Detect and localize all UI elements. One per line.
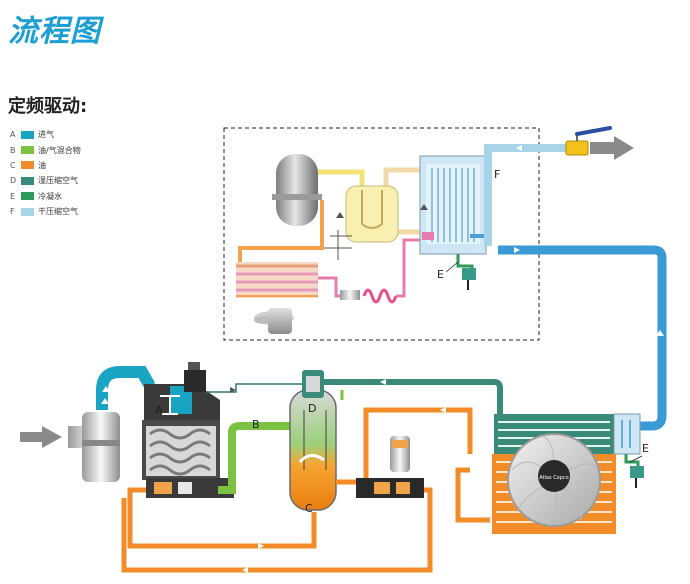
oil-filter	[390, 436, 410, 472]
legend-swatch	[21, 207, 34, 216]
flow-arrow	[230, 387, 236, 393]
flow-arrow	[514, 247, 520, 253]
compressor-element	[142, 384, 234, 498]
label-c: C	[305, 502, 313, 515]
flow-arrow	[420, 204, 428, 210]
expansion-valve	[324, 230, 352, 260]
flow-arrow	[440, 407, 446, 413]
flow-arrow	[101, 398, 109, 404]
legend-swatch	[21, 161, 34, 170]
cooling-fan: Atlas Copco	[507, 433, 601, 527]
flow-arrows	[101, 145, 664, 573]
label-f: F	[494, 168, 500, 181]
flow-arrow	[380, 379, 386, 385]
oil-line-from-cooler	[455, 467, 490, 523]
refrigerant-line-cream	[383, 167, 420, 186]
section-subtitle: 定频驱动:	[8, 96, 88, 117]
receiver-tank	[272, 154, 322, 226]
condenser-fan	[254, 308, 294, 334]
legend-label: 湿压缩空气	[38, 176, 78, 186]
oil-separator	[289, 370, 337, 511]
flow-arrow	[656, 330, 664, 336]
filter-drier	[340, 290, 360, 300]
page-title: 流程图	[8, 14, 101, 49]
legend-label: 干压缩空气	[38, 207, 78, 217]
oil-line-return	[127, 487, 317, 549]
label-e-right-leader	[629, 455, 643, 463]
legend-swatch	[21, 146, 34, 155]
outlet-arrow	[590, 136, 634, 160]
legend-label: 油/气混合物	[38, 145, 81, 155]
legend-swatch	[21, 130, 34, 139]
legend-label: 油	[38, 160, 46, 170]
control-line	[206, 383, 302, 393]
dryer-boundary	[223, 127, 540, 341]
unloader-solenoid	[184, 362, 206, 392]
legend-swatch	[21, 176, 34, 185]
label-e-right: E	[642, 442, 649, 455]
oil-air-mixture-line	[218, 422, 290, 494]
drain-valve-top	[456, 254, 476, 290]
label-b: B	[252, 418, 260, 431]
oil-line-bottom	[121, 487, 433, 573]
refrigerant-line-pink-2	[396, 238, 420, 298]
flow-arrow	[516, 145, 522, 151]
outlet-ball-valve	[565, 126, 612, 156]
air-dryer-exchanger	[419, 155, 490, 255]
air-filter	[68, 412, 120, 482]
legend-label: 进气	[38, 130, 54, 140]
legend-swatch	[21, 192, 34, 201]
label-e-top: E	[437, 268, 444, 281]
refrigerant-condenser	[236, 262, 318, 298]
label-d: D	[308, 402, 316, 415]
thermostatic-valve	[356, 478, 424, 498]
compressed-air-to-dryer	[498, 245, 667, 431]
wet-air-line	[324, 379, 503, 414]
legend-label: 冷凝水	[38, 191, 62, 201]
accumulator	[345, 185, 399, 243]
flow-arrow	[102, 386, 110, 392]
refrigerant-line-yellow	[318, 169, 365, 186]
refrigerant-line-orange	[238, 200, 324, 262]
flow-arrow	[258, 543, 264, 549]
flow-arrow	[336, 212, 344, 218]
moisture-separator-right	[613, 413, 641, 455]
fan-logo: Atlas Copco	[539, 475, 568, 481]
label-e-top-leader	[445, 261, 459, 273]
drain-valve-right	[624, 454, 644, 488]
refrigerant-coil-spiral	[362, 288, 398, 304]
label-a: A	[155, 404, 163, 417]
intake-arrow	[20, 426, 62, 448]
intake-duct	[96, 366, 156, 410]
dry-air-line	[484, 144, 566, 246]
flow-arrow	[242, 567, 248, 573]
